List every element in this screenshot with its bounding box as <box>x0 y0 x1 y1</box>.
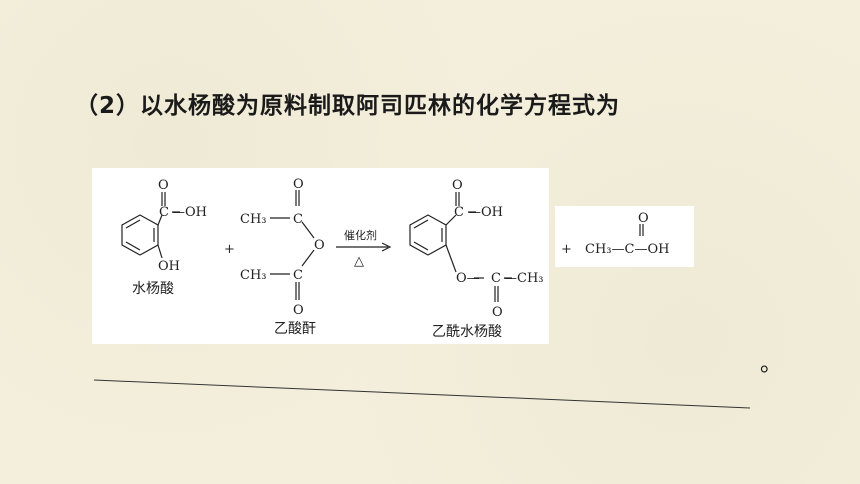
anhydride-o-top: O <box>293 177 304 192</box>
anhydride-c-bottom: C <box>293 268 303 283</box>
aspirin-carbonyl-o: O <box>452 178 463 193</box>
salicylic-acid-label: 水杨酸 <box>132 281 174 297</box>
anhydride-bridge-o: O <box>314 238 325 253</box>
salicylic-carboxyl-oh: —OH <box>172 205 207 220</box>
answer-line <box>93 379 751 409</box>
anhydride-ch3-top: CH₃ <box>240 212 267 227</box>
salicylic-phenol-oh: OH <box>158 259 180 274</box>
aspirin-ester-o: O— <box>456 271 480 286</box>
acetic-acid-carbonyl-o: O <box>638 211 649 226</box>
aspirin-ester-c: C <box>491 271 501 286</box>
anhydride-ch3-bottom: CH₃ <box>240 268 267 283</box>
aspirin-ester-carbonyl-o: O <box>492 305 503 320</box>
acetic-acid-image: O + CH₃—C—OH <box>555 206 694 267</box>
salicylic-carboxyl-c: C <box>159 205 169 220</box>
acetic-acid-svg: O + CH₃—C—OH <box>561 211 669 257</box>
aspirin-carboxyl-c: C <box>454 205 464 220</box>
acetic-anhydride-label: 乙酸酐 <box>274 321 316 337</box>
question-text: （2）以水杨酸为原料制取阿司匹林的化学方程式为 <box>75 93 621 119</box>
acetylsalicylic-acid-label: 乙酰水杨酸 <box>432 324 502 340</box>
aspirin-carboxyl-oh: —OH <box>468 205 503 220</box>
salicylic-carbonyl-o: O <box>158 178 169 193</box>
aspirin-ester-ch3: —CH₃ <box>504 271 544 286</box>
ending-period: 。 <box>760 352 783 377</box>
reaction-equation-svg: O C —OH OH 水杨酸 + O CH₃ C O CH₃ C O 乙酸酐 催… <box>121 177 544 340</box>
reaction-equation-image: O C —OH OH 水杨酸 + O CH₃ C O CH₃ C O 乙酸酐 催… <box>92 168 549 344</box>
acetic-acid-formula: CH₃—C—OH <box>585 242 669 257</box>
anhydride-c-top: C <box>293 212 303 227</box>
acetic-acid-plus: + <box>561 242 572 257</box>
heat-label: △ <box>354 254 364 269</box>
catalyst-label: 催化剂 <box>344 228 377 242</box>
anhydride-o-bottom: O <box>293 303 304 318</box>
plus-sign: + <box>224 242 235 257</box>
